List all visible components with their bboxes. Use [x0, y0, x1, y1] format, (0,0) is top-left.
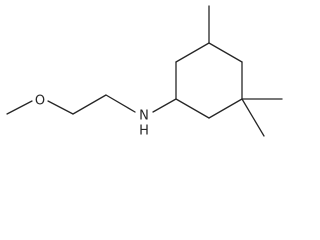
- bond-ethyl-c1-c2: [72, 94, 107, 115]
- bond-oxygen-ethyl-c1: [47, 100, 74, 115]
- bond-ethyl-c2-nitrogen: [105, 94, 136, 113]
- structure-canvas: O N H: [6, 5, 283, 139]
- bond-ring-c6-c1: [175, 98, 210, 119]
- bond-methyl-oxygen: [6, 100, 33, 115]
- bond-ring-c3-c4: [208, 42, 243, 63]
- bond-nitrogen-ring: [152, 98, 177, 113]
- oxygen-atom-label: O: [35, 94, 45, 109]
- bond-ring-c2-c3: [175, 42, 210, 63]
- skeletal-structure: O N H: [6, 5, 283, 139]
- bond-gem-methyl-2: [241, 98, 265, 137]
- nitrogen-atom-label: N: [139, 109, 149, 124]
- bond-ring-c5-c6: [208, 98, 243, 119]
- hydrogen-atom-label: H: [139, 124, 149, 139]
